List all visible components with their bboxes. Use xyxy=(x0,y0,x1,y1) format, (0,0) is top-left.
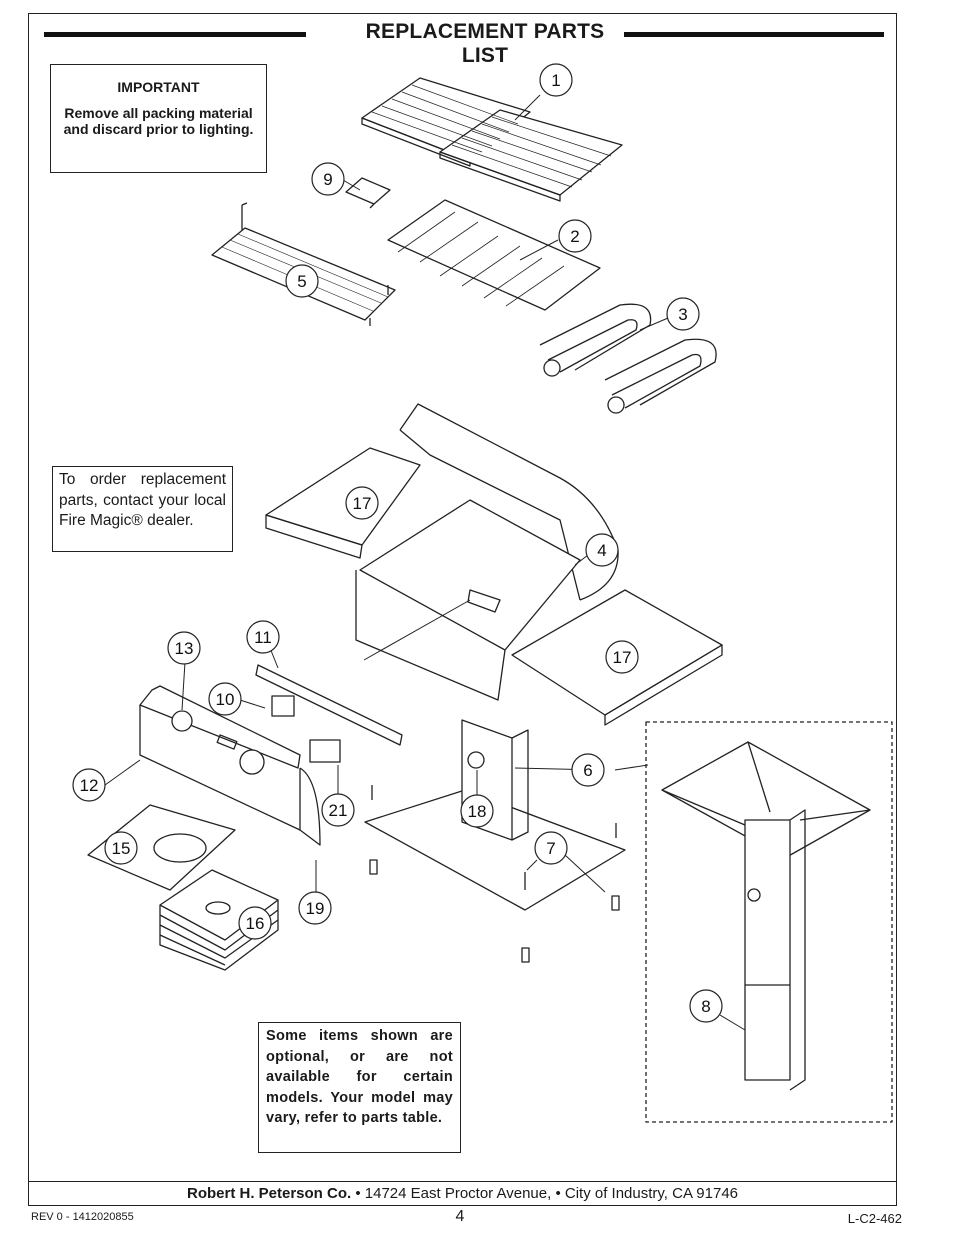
callout-12: 12 xyxy=(80,776,99,795)
callout-17-left: 17 xyxy=(353,494,372,513)
callout-9: 9 xyxy=(323,170,332,189)
company-name: Robert H. Peterson Co. xyxy=(186,1185,352,1202)
callout-10: 10 xyxy=(216,690,235,709)
page-number: 4 xyxy=(455,1208,465,1225)
control-panel xyxy=(139,685,321,846)
company-address: • 14724 East Proctor Avenue, • City of I… xyxy=(351,1185,739,1202)
footer-rule xyxy=(28,1181,897,1182)
title-bar xyxy=(44,18,884,50)
callout-3: 3 xyxy=(678,305,687,324)
callout-6: 6 xyxy=(583,761,592,780)
callout-13: 13 xyxy=(175,639,194,658)
callout-11: 11 xyxy=(254,628,272,647)
company-line: Robert H. Peterson Co. • 14724 East Proc… xyxy=(28,1185,897,1202)
burners xyxy=(539,303,717,414)
important-body: Remove all packing material and discard … xyxy=(63,105,254,137)
post-detail xyxy=(661,741,871,1091)
detail-frame xyxy=(645,721,893,1123)
important-notice: IMPORTANT Remove all packing material an… xyxy=(50,64,267,173)
callout-19: 19 xyxy=(306,899,325,918)
callout-1: 1 xyxy=(551,71,560,90)
optional-items-notice: Some items shown are optional, or are no… xyxy=(258,1022,461,1153)
callout-5: 5 xyxy=(297,272,306,291)
callout-8: 8 xyxy=(701,997,710,1016)
flavor-grids xyxy=(387,199,601,311)
callout-16: 16 xyxy=(246,914,265,933)
revision-code: REV 0 - 1412020855 xyxy=(31,1211,134,1223)
page-frame xyxy=(28,13,897,1206)
order-notice: To order replacement parts, contact your… xyxy=(52,466,233,552)
callout-7: 7 xyxy=(546,839,555,858)
valve-manifold xyxy=(255,664,403,763)
callout-2: 2 xyxy=(570,227,579,246)
leader-lines xyxy=(104,94,746,1031)
page-title: REPLACEMENT PARTS LIST xyxy=(350,20,620,68)
drip-tray-stack xyxy=(159,869,279,971)
bracket-part xyxy=(345,177,391,209)
callout-15: 15 xyxy=(112,839,131,858)
cooking-grids xyxy=(361,77,623,202)
title-rule-right xyxy=(624,32,884,37)
important-heading: IMPORTANT xyxy=(117,79,200,95)
callout-17-right: 17 xyxy=(613,648,632,667)
title-rule-left xyxy=(44,32,306,37)
side-shelf-left xyxy=(265,447,421,559)
callout-4: 4 xyxy=(597,541,606,560)
callout-18: 18 xyxy=(468,802,487,821)
callout-21: 21 xyxy=(329,801,348,820)
document-code: L-C2-462 xyxy=(847,1211,902,1226)
drip-pan xyxy=(87,804,236,891)
grill-head xyxy=(355,403,619,701)
